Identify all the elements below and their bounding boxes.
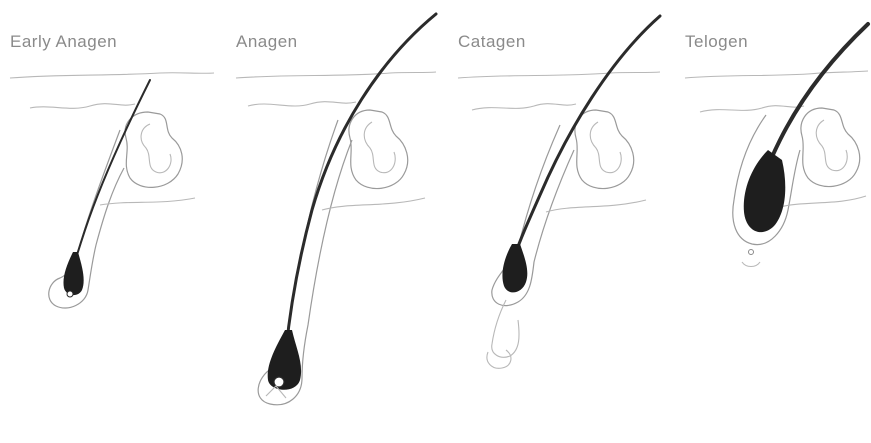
epidermis-line	[472, 104, 576, 110]
dermal-papilla	[274, 377, 284, 387]
sebaceous-gland	[801, 108, 860, 187]
arrector-pili	[322, 198, 425, 210]
gland-inner-outline	[590, 122, 621, 173]
gland-inner-outline	[364, 122, 395, 173]
hair-bulb	[63, 252, 83, 295]
arrector-pili	[100, 198, 195, 205]
epidermis-line	[30, 104, 135, 109]
panel-telogen	[685, 24, 868, 267]
gland-inner-outline	[816, 120, 847, 171]
panel-anagen	[236, 14, 436, 405]
sebaceous-gland	[349, 110, 408, 189]
hair-shaft	[515, 16, 660, 255]
skin-surface-line	[458, 72, 660, 78]
hair-shaft	[286, 14, 436, 350]
dermal-papilla	[67, 291, 73, 297]
dermal-papilla	[749, 250, 754, 255]
hair-shaft	[73, 80, 150, 268]
epidermis-line	[700, 106, 804, 112]
skin-surface-line	[10, 73, 214, 78]
skin-surface-line	[236, 72, 436, 78]
papilla-remnant	[742, 262, 760, 267]
arrector-pili	[546, 200, 646, 212]
sebaceous-gland	[575, 110, 634, 189]
sebaceous-gland	[125, 112, 182, 187]
panel-catagen	[458, 16, 660, 368]
gland-inner-outline	[141, 124, 171, 173]
epidermis-line	[248, 102, 356, 106]
club-hair-bulb	[502, 244, 527, 292]
regressing-epithelial-strand	[492, 300, 519, 357]
papilla-remnant	[487, 350, 511, 368]
skin-surface-line	[685, 71, 868, 78]
panel-early-anagen	[10, 73, 214, 308]
club-hair	[744, 150, 786, 232]
